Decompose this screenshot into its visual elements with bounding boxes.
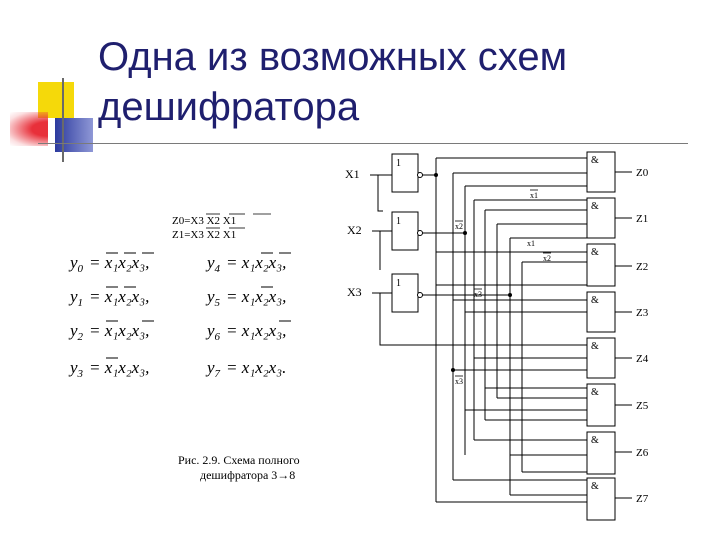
- output-z4-label: Z4: [636, 353, 649, 365]
- and-gate-z0: [586, 151, 616, 193]
- inverter-2-label: 1: [396, 216, 401, 227]
- and-gate-z2: [586, 243, 616, 287]
- deco-horizontal-line: [38, 143, 688, 144]
- equation-y7: y7= x₁x₂x₃.: [205, 358, 286, 380]
- wire-x1-branch: [377, 175, 383, 212]
- wire-label-overbars: [455, 189, 551, 377]
- and-label: &: [591, 201, 599, 212]
- input-x2-label: X2: [347, 223, 362, 237]
- output-z2-label: Z2: [636, 261, 648, 273]
- equation-y3: y3= x₁x₂x₃,: [68, 358, 149, 380]
- and-gate-z7: [586, 477, 616, 521]
- and-gate-z3: [586, 291, 616, 333]
- slide-title: Одна из возможных схем дешифратора: [98, 35, 568, 129]
- equation-y0: y0= x₁x₂x₃,: [68, 253, 149, 275]
- small-eq-z1: Z1=X3 X2 X1: [172, 229, 236, 241]
- wire-label-x3-bar: x3: [474, 290, 482, 299]
- figure-caption-line-2: дешифратора 3→8: [200, 468, 295, 482]
- and-gate-z1: [586, 197, 616, 239]
- junction-dots: [434, 173, 512, 372]
- junction-dot: [508, 293, 512, 297]
- inverter-bubble: [417, 172, 423, 178]
- and-label: &: [591, 435, 599, 446]
- equation-y2: y2= x₁x₂x₃,: [68, 321, 149, 343]
- deco-red-square: [10, 112, 48, 146]
- inverter-bubble: [417, 292, 423, 298]
- equation-y5: y5= x₁x₂x₃,: [205, 287, 286, 309]
- small-eq-z0: Z0=X3 X2 X1: [172, 215, 236, 227]
- and-label: &: [591, 341, 599, 352]
- inverters: [391, 153, 423, 313]
- wire-label-x2-bar-b: x2: [543, 254, 551, 263]
- wire-label-x2-bar: x2: [455, 222, 463, 231]
- inverter-bubble: [417, 230, 423, 236]
- and-gate-z5: [586, 383, 616, 427]
- and-label: &: [591, 155, 599, 166]
- input-x1-label: X1: [345, 167, 360, 181]
- equation-y6: y6= x₁x₂x₃,: [205, 321, 286, 343]
- output-z0-label: Z0: [636, 167, 649, 179]
- and-gate-z4: [586, 337, 616, 379]
- inverter-3-label: 1: [396, 278, 401, 289]
- and-label: &: [591, 387, 599, 398]
- output-z1-label: Z1: [636, 213, 648, 225]
- deco-blue-square: [55, 118, 93, 152]
- wire-x3-branch: [379, 293, 587, 346]
- and-label: &: [591, 295, 599, 306]
- inverter-3: [391, 273, 419, 313]
- inverter-1-label: 1: [396, 158, 401, 169]
- output-z3-label: Z3: [636, 307, 649, 319]
- junction-dot: [451, 368, 455, 372]
- small-eq-overbars: [206, 213, 271, 229]
- output-z7-label: Z7: [636, 493, 649, 505]
- input-x3-label: X3: [347, 285, 362, 299]
- output-z6-label: Z6: [636, 447, 649, 459]
- junction-dot: [434, 173, 438, 177]
- wire-label-x1-bar: x1: [530, 191, 538, 200]
- equation-y4: y4= x₁x₂x₃,: [205, 253, 286, 275]
- equations: y0= x₁x₂x₃, y1= x₁x₂x₃, y2= x₁x₂x₃, y3= x₁x…: [68, 252, 291, 380]
- wire-label-x1-bar-b: x1: [527, 239, 535, 248]
- output-z5-label: Z5: [636, 400, 649, 412]
- wires: [370, 157, 632, 503]
- deco-vertical-line: [62, 78, 64, 162]
- and-gate-z6: [586, 431, 616, 475]
- equation-y1: y1= x₁x₂x₃,: [68, 287, 149, 309]
- and-label: &: [591, 247, 599, 258]
- wire-label-x3-bar-b: x3: [455, 377, 463, 386]
- figure-caption-line-1: Рис. 2.9. Схема полного: [178, 453, 300, 467]
- junction-dot: [463, 231, 467, 235]
- and-label: &: [591, 481, 599, 492]
- inverter-2: [391, 211, 419, 251]
- and-gates: [586, 151, 616, 521]
